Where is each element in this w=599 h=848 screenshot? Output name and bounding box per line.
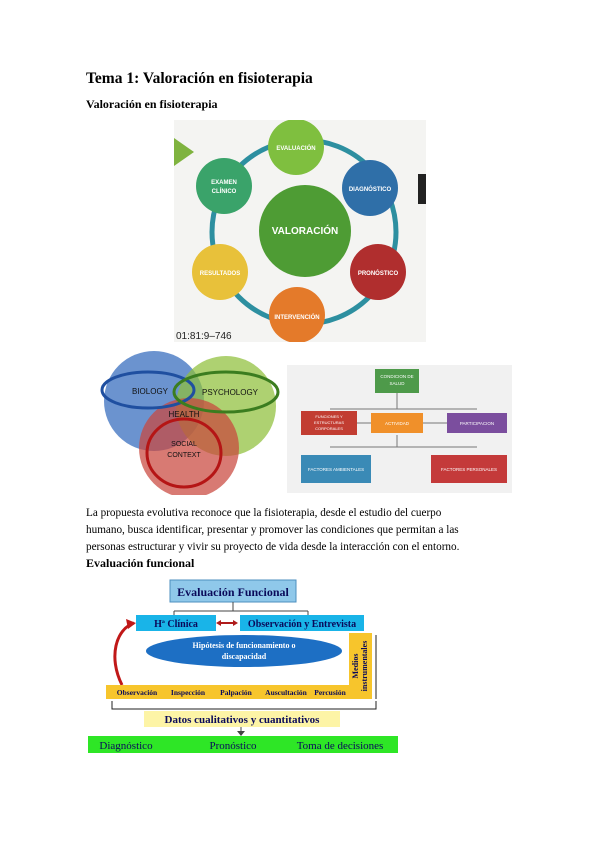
node-examen-label: EXAMEN [211, 180, 237, 186]
biology-label: BIOLOGY [132, 387, 169, 396]
social-label: SOCIAL [171, 441, 197, 448]
health-label: HEALTH [169, 410, 200, 419]
condicion-label-1: CONDICION DE [380, 374, 413, 379]
datos-label: Datos cualitativos y cuantitativos [165, 714, 321, 726]
participacion-label: PARTICIPACION [460, 421, 494, 426]
condicion-label-2: SALUD [389, 381, 405, 386]
hipotesis-label-2: discapacidad [222, 652, 267, 661]
green-arrow-shape [174, 138, 194, 166]
outcome-pronostico: Pronóstico [209, 740, 257, 752]
section-heading: Evaluación funcional [86, 556, 195, 570]
medios-label-1: Medios [351, 654, 360, 679]
observacion-label: Observación y Entrevista [248, 619, 356, 630]
method-percusion: Percusión [314, 688, 346, 697]
observacion-box [240, 615, 364, 631]
node-intervencion-label: INTERVENCIÓN [274, 313, 319, 321]
node-resultados-label: RESULTADOS [200, 271, 240, 277]
arrow-head [216, 620, 221, 626]
dark-tab-shape [418, 174, 426, 204]
medios-box [349, 633, 372, 699]
outcome-diagnostico: Diagnóstico [99, 740, 153, 752]
clinica-label: Hª Clínica [154, 619, 198, 630]
funciones-box [301, 411, 357, 435]
funciones-label-2: ESTRUCTURAS [314, 420, 344, 425]
actividad-label: ACTIVIDAD [385, 421, 410, 426]
clinica-box [136, 615, 216, 631]
body-paragraph: La propuesta evolutiva reconoce que la f… [86, 505, 516, 556]
funciones-label-3: CORPORALES [315, 426, 343, 431]
biology-ring [100, 370, 196, 410]
hipotesis-label-1: Hipótesis de funcionamiento o [193, 641, 296, 650]
social-ring [145, 417, 223, 489]
psychology-label: PSYCHOLOGY [202, 388, 259, 397]
hipotesis-ellipse [146, 635, 342, 667]
paragraph-line: personas estructurar y vivir su proyecto… [86, 541, 460, 553]
node-pronostico-label: PRONÓSTICO [358, 269, 399, 277]
biopsychosocial-venn-figure: BIOLOGY PSYCHOLOGY HEALTH SOCIAL CONTEXT [100, 351, 280, 495]
personales-label: FACTORES PERSONALES [441, 467, 497, 472]
icf-model-figure: CONDICION DE SALUD FUNCIONES Y ESTRUCTUR… [287, 365, 512, 493]
feedback-arrow-head [126, 619, 136, 629]
node-diagnostico [342, 160, 398, 216]
medios-label-2: instrumentales [360, 641, 369, 692]
evaluacion-funcional-figure: Evaluación Funcional Hª Clínica Observac… [86, 577, 400, 757]
method-observacion: Observación [117, 688, 158, 697]
page-title: Tema 1: Valoración en fisioterapia [86, 70, 313, 87]
node-diagnostico-label: DIAGNÓSTICO [349, 185, 392, 193]
arrow-head [233, 620, 238, 626]
node-evaluacion-label: EVALUACIÓN [276, 144, 315, 152]
citation-text: 01:81:9–746 [176, 331, 232, 342]
valoracion-cycle-figure: VALORACIÓN EVALUACIÓN DIAGNÓSTICO PRONÓS… [174, 120, 426, 342]
center-circle [259, 185, 351, 277]
paragraph-line: La propuesta evolutiva reconoce que la f… [86, 507, 442, 519]
personales-box [431, 455, 507, 483]
section-heading: Valoración en fisioterapia [86, 97, 218, 111]
psychology-ring [172, 370, 280, 414]
methods-bar [106, 685, 349, 699]
method-auscultacion: Auscultación [265, 688, 308, 697]
ambientales-label: FACTORES AMBIENTALES [308, 467, 364, 472]
context-label: CONTEXT [167, 452, 201, 459]
arrow-head [237, 731, 245, 736]
node-clinico-label: CLÍNICO [212, 187, 237, 195]
node-intervencion [269, 287, 325, 342]
bracket-line [111, 701, 377, 710]
ambientales-box [301, 455, 371, 483]
datos-box [144, 711, 340, 727]
node-examen-clinico [196, 158, 252, 214]
method-palpacion: Palpación [220, 688, 252, 697]
participacion-box [447, 413, 507, 433]
title-label: Evaluación Funcional [177, 585, 289, 599]
paragraph-line: humano, busca identificar, presentar y p… [86, 524, 459, 536]
actividad-box [371, 413, 423, 433]
condicion-box [375, 369, 419, 393]
method-inspeccion: Inspección [171, 688, 206, 697]
outcome-toma-decisiones: Toma de decisiones [297, 740, 384, 752]
funciones-label-1: FUNCIONES Y [315, 414, 343, 419]
node-evaluacion [268, 120, 324, 175]
node-pronostico [350, 244, 406, 300]
node-resultados [192, 244, 248, 300]
center-label: VALORACIÓN [272, 224, 338, 237]
outcomes-bar [88, 736, 398, 753]
